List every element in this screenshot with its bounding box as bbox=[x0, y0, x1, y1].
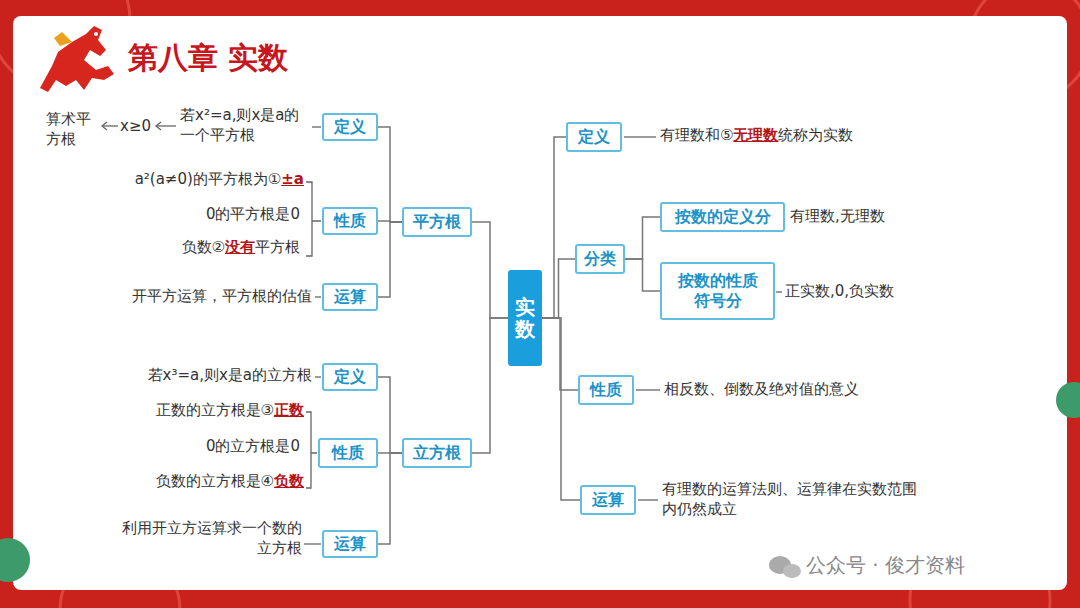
bracket-connector bbox=[542, 137, 566, 318]
label-text: 正实数,0,负实数 bbox=[785, 282, 894, 300]
label-text: 若x²=a,则x是a的一个平方根 bbox=[180, 106, 300, 144]
box-label: 按数的性质符号分 bbox=[678, 271, 758, 311]
box-label: 运算 bbox=[592, 490, 624, 510]
answer-text: 没有 bbox=[225, 238, 255, 256]
topic-box: 分类 bbox=[575, 244, 625, 274]
wechat-icon bbox=[769, 556, 801, 578]
topic-box: 按数的性质符号分 bbox=[660, 262, 775, 320]
label-text: 平方根 bbox=[255, 238, 300, 256]
topic-box: 定义 bbox=[322, 113, 378, 141]
topic-box: 定义 bbox=[566, 122, 622, 152]
answer-text: 无理数 bbox=[733, 126, 778, 144]
box-label: 分类 bbox=[584, 249, 616, 269]
note-text: 算术平方根 bbox=[46, 110, 96, 149]
note-text: 若x²=a,则x是a的一个平方根 bbox=[180, 106, 308, 145]
label-text: 0的平方根是0 bbox=[206, 205, 300, 223]
label-text: 负数② bbox=[182, 238, 225, 256]
bracket-connector bbox=[378, 377, 402, 453]
topic-box: 性质 bbox=[322, 207, 378, 235]
box-label: 性质 bbox=[334, 211, 366, 231]
label-text: 利用开立方运算求一个数的立方根 bbox=[122, 519, 302, 557]
label-text: a²(a≠0)的平方根为① bbox=[135, 170, 282, 188]
topic-box: 立方根 bbox=[402, 438, 472, 468]
bracket-connector bbox=[542, 259, 575, 318]
corner-ornament bbox=[0, 538, 30, 582]
bracket-connector bbox=[625, 217, 660, 259]
content-panel bbox=[13, 16, 1067, 590]
topic-box: 运算 bbox=[322, 283, 378, 311]
topic-box: 性质 bbox=[318, 438, 378, 468]
box-label: 运算 bbox=[334, 287, 366, 307]
box-label: 运算 bbox=[334, 534, 366, 554]
watermark-text: 公众号 · 俊才资料 bbox=[806, 553, 965, 577]
box-label: 性质 bbox=[590, 380, 622, 400]
label-text: 有理数和⑤ bbox=[660, 126, 733, 144]
note-text: 相反数、倒数及绝对值的意义 bbox=[664, 380, 859, 400]
bracket-connector bbox=[472, 222, 508, 318]
label-text: 相反数、倒数及绝对值的意义 bbox=[664, 380, 859, 398]
box-label: 定义 bbox=[578, 127, 610, 147]
label-text: 若x³=a,则x是a的立方根 bbox=[148, 366, 313, 384]
label-text: 算术平方根 bbox=[46, 110, 91, 148]
note-text: 有理数和⑤无理数统称为实数 bbox=[660, 126, 853, 146]
bracket-connector bbox=[378, 222, 402, 297]
watermark: 公众号 · 俊才资料 bbox=[806, 552, 965, 578]
bracket-connector bbox=[472, 318, 508, 453]
bracket-connector bbox=[378, 453, 402, 544]
box-label: 定义 bbox=[334, 117, 366, 137]
note-text: 正实数,0,负实数 bbox=[785, 282, 894, 302]
label-text: 统称为实数 bbox=[778, 126, 853, 144]
note-text: 若x³=a,则x是a的立方根 bbox=[148, 366, 313, 386]
topic-box: 定义 bbox=[322, 363, 378, 391]
answer-text: 负数 bbox=[274, 472, 304, 490]
topic-box: 运算 bbox=[580, 485, 636, 515]
note-text: 负数②没有平方根 bbox=[182, 238, 300, 258]
label-text: 0的立方根是0 bbox=[206, 437, 300, 455]
note-text: 利用开立方运算求一个数的立方根 bbox=[112, 519, 302, 558]
label-text: 有理数的运算法则、运算律在实数范围内仍然成立 bbox=[662, 480, 917, 518]
label-text: 负数的立方根是④ bbox=[156, 472, 274, 490]
box-label: 定义 bbox=[334, 367, 366, 387]
bracket-connector bbox=[625, 259, 660, 291]
note-text: 0的立方根是0 bbox=[206, 437, 300, 457]
note-text: 负数的立方根是④负数 bbox=[156, 472, 304, 492]
label-text: 正数的立方根是③ bbox=[156, 401, 274, 419]
topic-box: 性质 bbox=[578, 375, 634, 405]
central-topic: 实数 bbox=[508, 270, 542, 366]
box-label: 按数的定义分 bbox=[675, 207, 771, 227]
label-text: 开平方运算，平方根的估值 bbox=[132, 287, 312, 305]
topic-box: 运算 bbox=[322, 530, 378, 558]
note-text: 正数的立方根是③正数 bbox=[156, 401, 304, 421]
answer-text: 正数 bbox=[274, 401, 304, 419]
note-text: a²(a≠0)的平方根为①±a bbox=[135, 170, 304, 190]
box-label: 平方根 bbox=[413, 212, 461, 232]
horse-icon bbox=[40, 26, 114, 92]
label-text: x≥0 bbox=[120, 117, 151, 135]
bracket-connector bbox=[542, 318, 578, 390]
note-text: 有理数的运算法则、运算律在实数范围内仍然成立 bbox=[662, 480, 924, 519]
label-text: 有理数,无理数 bbox=[790, 207, 885, 225]
bracket-connector bbox=[542, 318, 580, 500]
note-text: 0的平方根是0 bbox=[206, 205, 300, 225]
note-text: x≥0 bbox=[120, 117, 151, 137]
answer-text: ±a bbox=[281, 170, 304, 188]
box-label: 性质 bbox=[332, 443, 364, 463]
box-label: 立方根 bbox=[413, 443, 461, 463]
bracket-connector bbox=[378, 127, 402, 222]
chapter-title: 第八章 实数 bbox=[128, 38, 288, 79]
topic-box: 平方根 bbox=[402, 207, 472, 237]
topic-box: 按数的定义分 bbox=[660, 202, 785, 232]
note-text: 有理数,无理数 bbox=[790, 207, 885, 227]
corner-ornament bbox=[1056, 382, 1080, 418]
box-label: 实数 bbox=[515, 296, 535, 340]
note-text: 开平方运算，平方根的估值 bbox=[132, 287, 312, 307]
